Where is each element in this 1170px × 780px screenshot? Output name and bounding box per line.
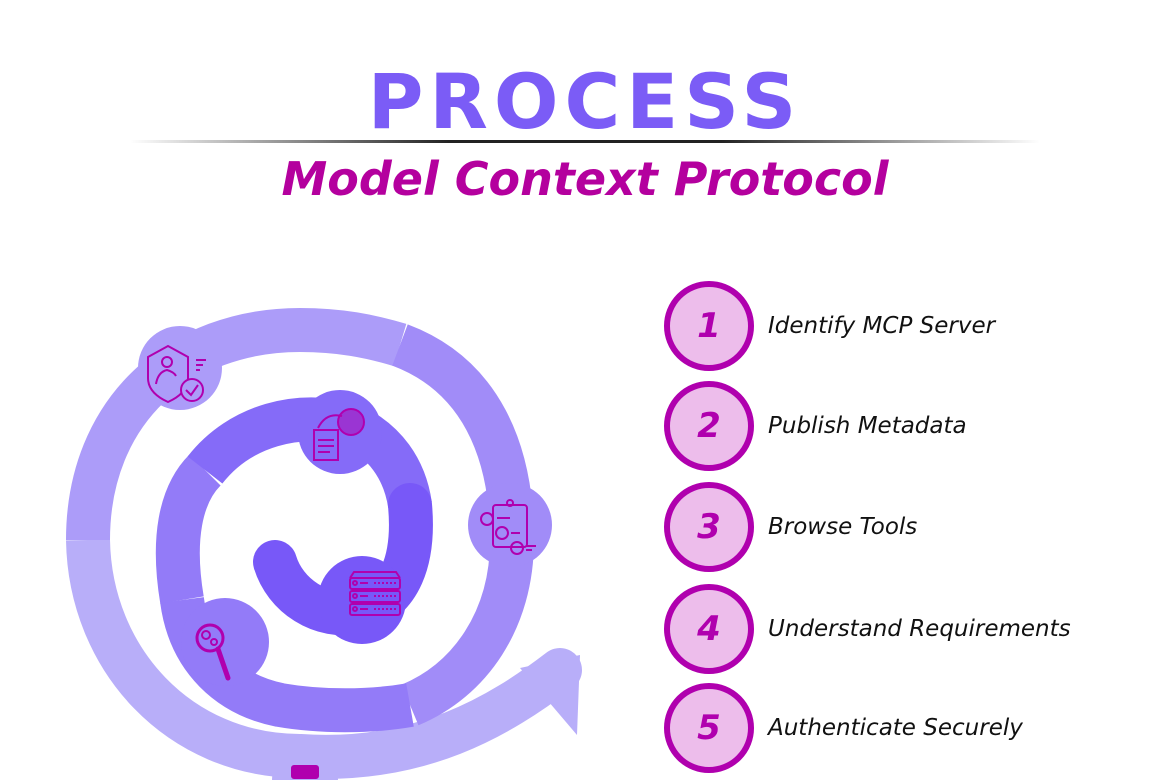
spiral-segment-outer-top bbox=[66, 307, 407, 541]
shield-user-check-icon bbox=[147, 344, 206, 404]
icon-bubble bbox=[272, 747, 338, 780]
spiral-segment-inner-left bbox=[155, 454, 222, 604]
spiral-segment-outer-bottom bbox=[278, 648, 582, 779]
icon-bubble bbox=[318, 556, 406, 644]
step-4: 4 Understand Requirements bbox=[664, 584, 1071, 674]
step-label: Identify MCP Server bbox=[768, 313, 996, 339]
step-1: 1 Identify MCP Server bbox=[664, 281, 995, 371]
lock-icon bbox=[291, 765, 319, 779]
icon-bubble bbox=[181, 598, 269, 686]
step-number-badge: 5 bbox=[664, 683, 754, 773]
step-label: Authenticate Securely bbox=[768, 715, 1023, 741]
document-globe-icon bbox=[313, 408, 365, 461]
icon-bubble bbox=[468, 483, 552, 567]
step-label: Understand Requirements bbox=[768, 616, 1071, 642]
step-3: 3 Browse Tools bbox=[664, 482, 917, 572]
page-title: PROCESS bbox=[367, 57, 803, 146]
step-5: 5 Authenticate Securely bbox=[664, 683, 1023, 773]
server-rack-icon bbox=[349, 571, 401, 616]
step-number-badge: 2 bbox=[664, 381, 754, 471]
icon-bubble bbox=[298, 390, 382, 474]
page-subtitle: Model Context Protocol bbox=[281, 152, 889, 206]
step-number-badge: 4 bbox=[664, 584, 754, 674]
step-label: Publish Metadata bbox=[768, 413, 967, 439]
title-divider bbox=[130, 140, 1040, 143]
step-number-badge: 3 bbox=[664, 482, 754, 572]
magnifier-gears-icon bbox=[195, 623, 231, 681]
step-label: Browse Tools bbox=[768, 514, 918, 540]
icon-bubble bbox=[138, 326, 222, 410]
numbered-clipboard-icon bbox=[480, 499, 536, 555]
step-number-badge: 1 bbox=[664, 281, 754, 371]
spiral-segment-outer-left bbox=[66, 539, 301, 778]
step-2: 2 Publish Metadata bbox=[664, 381, 967, 471]
arrow-head bbox=[520, 655, 580, 735]
